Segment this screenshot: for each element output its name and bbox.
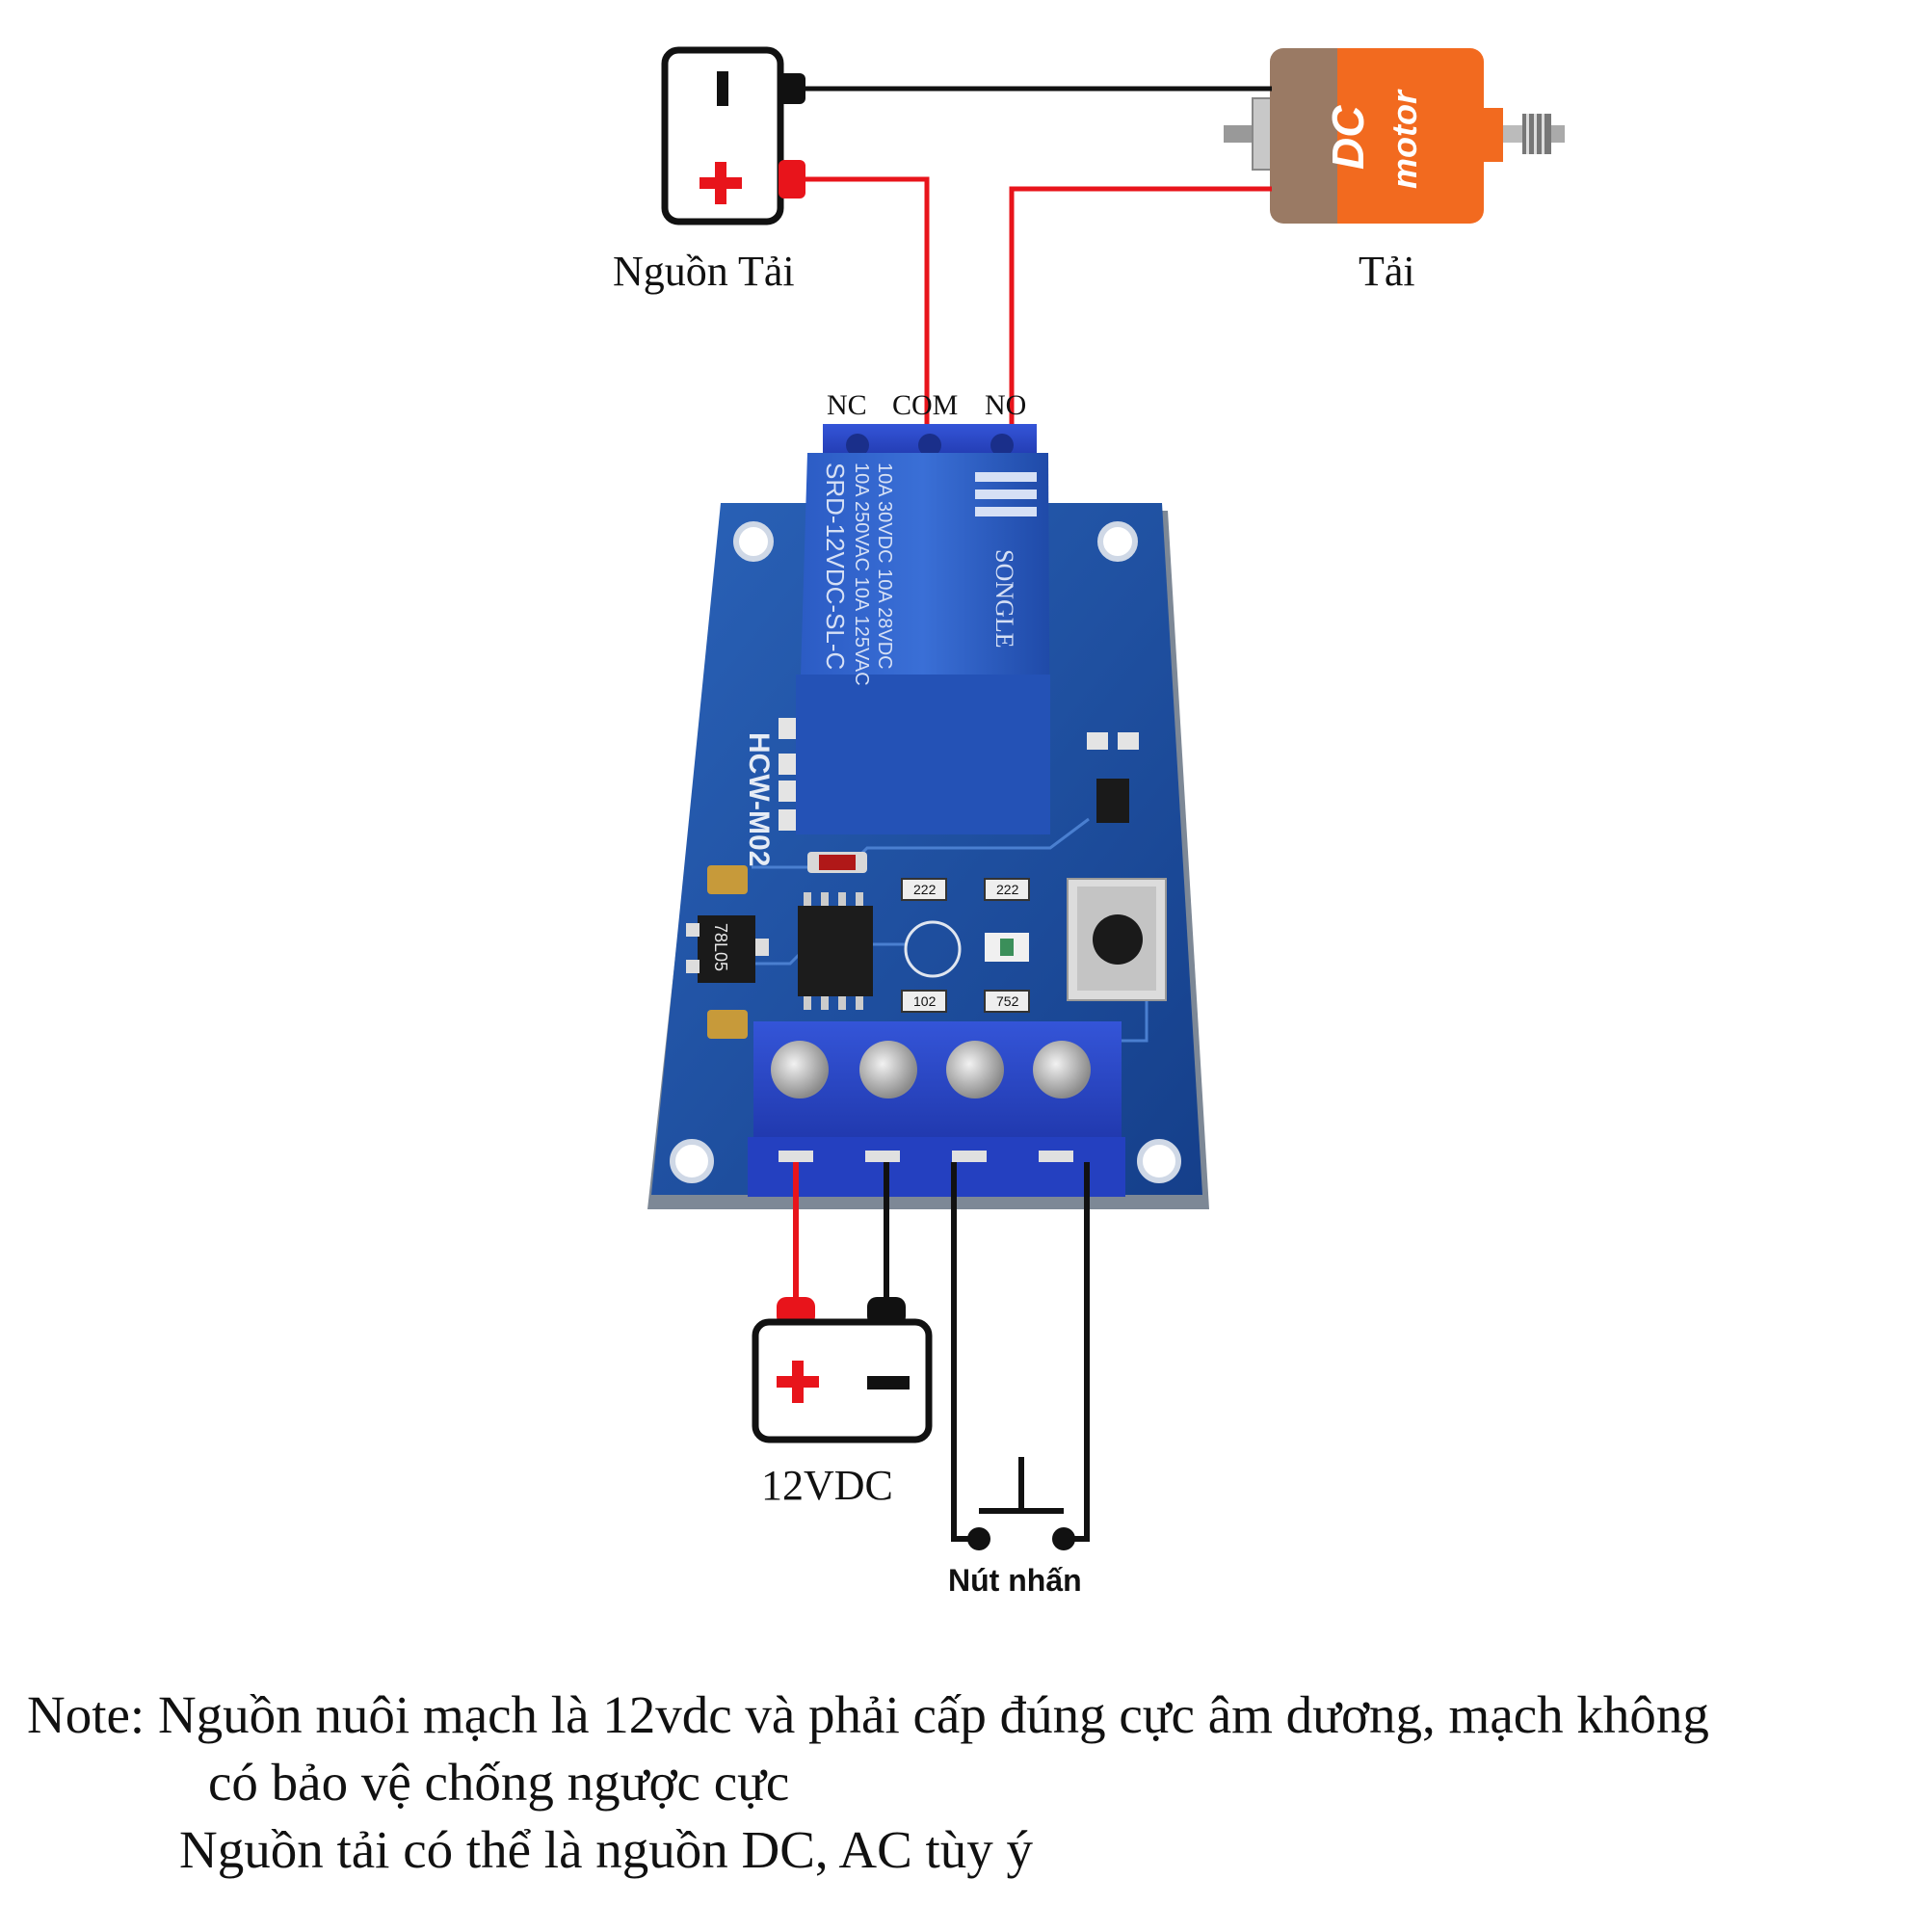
relay-rating-ac: 10A 250VAC 10A 125VAC: [851, 463, 872, 686]
com-label: COM: [892, 389, 959, 421]
load-wiring: [805, 86, 1272, 424]
terminal-screw-icon: [859, 1041, 917, 1098]
motor-text-motor: motor: [1385, 89, 1424, 189]
transistor: [1096, 779, 1129, 823]
negative-terminal-icon: [779, 73, 805, 104]
mounting-hole: [1097, 521, 1138, 562]
push-button-symbol: [967, 1457, 1075, 1550]
ic-chip: [798, 892, 873, 1010]
resistor: [901, 990, 947, 1013]
supply-label: 12VDC: [761, 1462, 893, 1509]
nc-label: NC: [827, 389, 867, 421]
no-label: NO: [985, 389, 1027, 421]
capacitor-outline: [904, 920, 962, 978]
relay: SRD-12VDC-SL-C 10A 250VAC 10A 125VAC 10A…: [796, 424, 1050, 834]
relay-model: SRD-12VDC-SL-C: [821, 463, 850, 670]
note-line-3: Nguồn tải có thể là nguồn DC, AC tùy ý: [179, 1820, 1034, 1879]
load-source-label: Nguồn Tải: [613, 248, 795, 295]
button-wire-right: [1064, 1162, 1090, 1542]
resistor: [901, 878, 947, 901]
note: Note: Nguồn nuôi mạch là 12vdc và phải c…: [27, 1681, 1915, 1884]
note-line-1: Note: Nguồn nuôi mạch là 12vdc và phải c…: [27, 1685, 1709, 1744]
mounting-hole: [670, 1139, 714, 1183]
minus-icon: [867, 1376, 910, 1389]
resistor-label-3: 102: [913, 993, 937, 1009]
load-power-source: [661, 46, 805, 225]
terminal-screw-icon: [771, 1041, 829, 1098]
motor-gear-icon: [1522, 114, 1565, 154]
terminal-screw-icon: [946, 1041, 1004, 1098]
positive-terminal-icon: [779, 160, 805, 198]
onboard-push-button: [1067, 878, 1167, 1001]
relay-rating-dc: 10A 30VDC 10A 28VDC: [874, 463, 895, 670]
capacitor: [707, 1010, 748, 1039]
load-return-wire: [1009, 186, 1272, 424]
relay-brand: SONGLE: [990, 549, 1018, 648]
resistor-label-1: 222: [913, 882, 937, 897]
input-terminal-block: [748, 1021, 1125, 1197]
button-wire-left: [951, 1162, 979, 1542]
regulator-label: 78L05: [711, 923, 730, 971]
minus-icon: [717, 71, 728, 106]
push-button-label: Nút nhấn: [948, 1563, 1082, 1598]
resistor-label-4: 752: [996, 993, 1019, 1009]
resistor: [984, 878, 1030, 901]
relay-module-board: HCW-M02 78L05: [647, 424, 1209, 1209]
note-line-2: có bảo vệ chống ngược cực: [208, 1753, 790, 1812]
mounting-hole: [1137, 1139, 1181, 1183]
terminal-screw-icon: [1033, 1041, 1091, 1098]
capacitor: [707, 865, 748, 894]
load-positive-wire: [805, 176, 930, 424]
resistor-label-2: 222: [996, 882, 1019, 897]
mounting-hole: [733, 521, 774, 562]
motor-text-dc: DC: [1323, 105, 1373, 170]
load-label: Tải: [1359, 248, 1415, 295]
resistor: [984, 990, 1030, 1013]
voltage-regulator: 78L05: [686, 915, 769, 983]
relay-logo-icon: [975, 472, 1037, 516]
dc-supply: [752, 1297, 933, 1443]
dc-motor: DC motor: [1224, 48, 1565, 224]
board-id: HCW-M02: [743, 732, 775, 866]
